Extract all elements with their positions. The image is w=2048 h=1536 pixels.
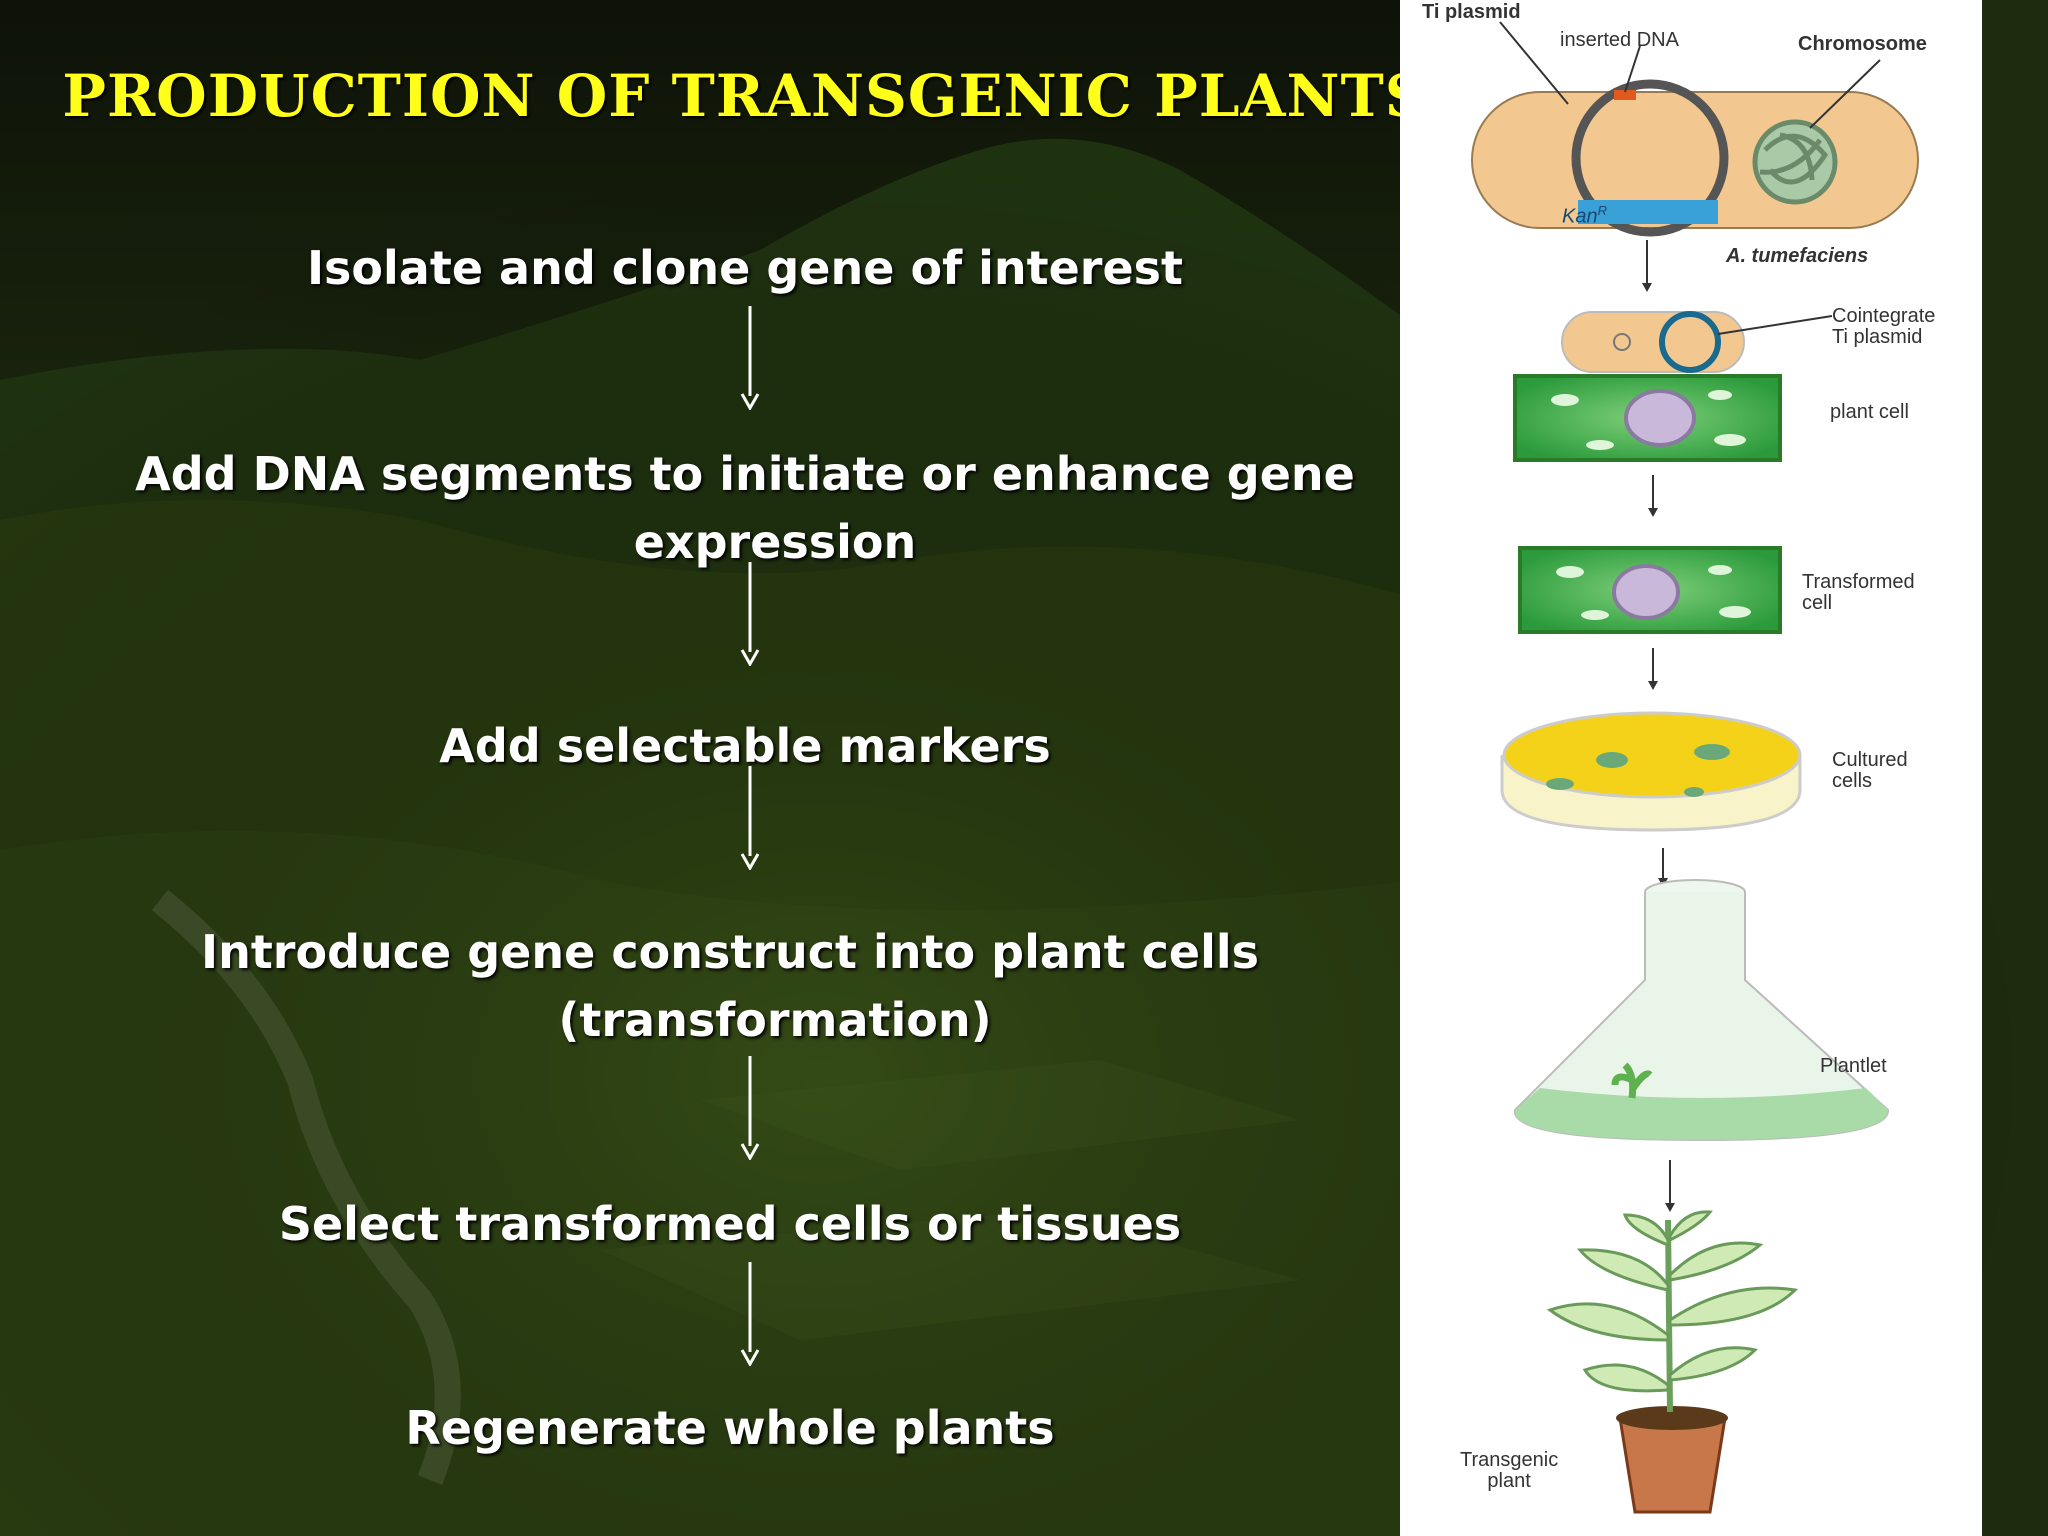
step-4-text-line1: Introduce gene construct into plant cell… xyxy=(200,925,1260,979)
transformation-diagram-panel: Ti plasmid inserted DNA Chromosome KanR … xyxy=(1400,0,1982,1536)
down-arrow-icon xyxy=(740,766,760,870)
label-cointegrate-line2: Ti plasmid xyxy=(1832,326,1923,348)
label-transgenic-line2: plant xyxy=(1487,1470,1531,1492)
step-4: Introduce gene construct into plant cell… xyxy=(60,918,1430,1054)
step-6: Regenerate whole plants xyxy=(60,1394,1430,1462)
bacterium-ti-plasmid-icon xyxy=(1471,21,1919,237)
cointegrate-bacterium-icon xyxy=(1561,311,1833,373)
step-6-text: Regenerate whole plants xyxy=(405,1401,1055,1455)
step-4-text-line2: (transformation) xyxy=(558,993,992,1047)
transformation-diagram xyxy=(1471,21,1919,1514)
label-transformed-line1: Transformed xyxy=(1802,571,1915,593)
label-ti-plasmid: Ti plasmid xyxy=(1422,1,1521,23)
label-transgenic-plant: Transgenic plant xyxy=(1460,1450,1558,1492)
label-transformed-cell: Transformed cell xyxy=(1802,572,1915,614)
label-cointegrate: Cointegrate Ti plasmid xyxy=(1832,306,1935,348)
label-kan: KanR xyxy=(1562,200,1607,228)
label-cultured-line2: cells xyxy=(1832,770,1873,792)
label-plant-cell: plant cell xyxy=(1830,401,1909,423)
step-1-text: Isolate and clone gene of interest xyxy=(306,241,1184,295)
slide-title: PRODUCTION OF TRANSGENIC PLANTS xyxy=(62,62,1428,130)
down-arrow-icon xyxy=(740,1262,760,1366)
petri-dish-icon xyxy=(1500,711,1802,832)
label-kan-text: Kan xyxy=(1562,205,1598,228)
flask-plantlet-icon xyxy=(1513,879,1890,1142)
label-cultured-cells: Cultured cells xyxy=(1832,750,1908,792)
label-cultured-line1: Cultured xyxy=(1832,749,1908,771)
down-arrow-icon xyxy=(740,1056,760,1160)
label-a-tumefaciens: A. tumefaciens xyxy=(1726,245,1869,267)
label-plantlet: Plantlet xyxy=(1820,1055,1887,1077)
step-1: Isolate and clone gene of interest xyxy=(60,234,1430,302)
step-5: Select transformed cells or tissues xyxy=(60,1190,1430,1258)
step-2-text-line2: expression xyxy=(633,515,917,569)
transgenic-plant-icon xyxy=(1546,1210,1799,1514)
plant-cell-icon xyxy=(1513,374,1782,462)
step-2-text-line1: Add DNA segments to initiate or enhance … xyxy=(135,447,1355,501)
step-3: Add selectable markers xyxy=(60,712,1430,780)
down-arrow-icon xyxy=(740,306,760,410)
step-2: Add DNA segments to initiate or enhance … xyxy=(90,440,1460,576)
label-transgenic-line1: Transgenic xyxy=(1460,1449,1559,1471)
down-arrow-icon xyxy=(740,562,760,666)
step-3-text: Add selectable markers xyxy=(439,719,1051,773)
transformed-cell-icon xyxy=(1518,546,1782,634)
label-transformed-line2: cell xyxy=(1802,592,1833,614)
step-5-text: Select transformed cells or tissues xyxy=(278,1197,1182,1251)
label-cointegrate-line1: Cointegrate xyxy=(1832,305,1936,327)
label-chromosome: Chromosome xyxy=(1798,33,1927,55)
label-inserted-dna: inserted DNA xyxy=(1560,29,1679,51)
label-kan-sup: R xyxy=(1597,203,1607,218)
